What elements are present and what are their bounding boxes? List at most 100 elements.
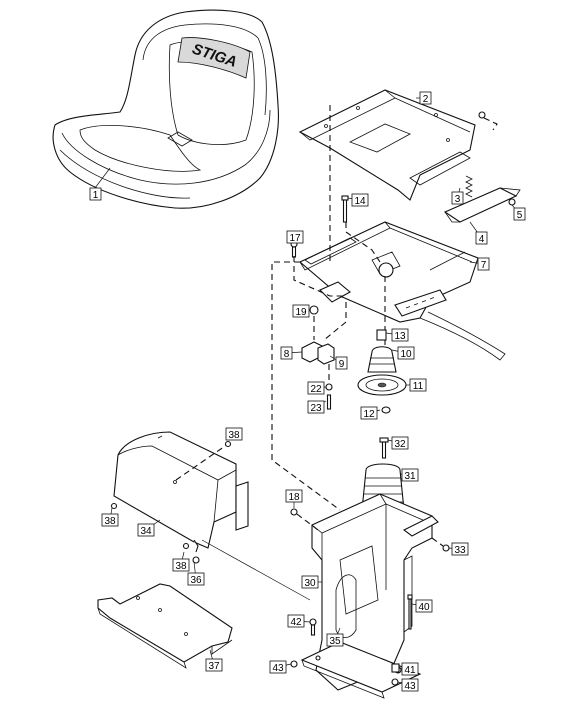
callout-number: 40 [418, 602, 430, 613]
callout-12: 12 [360, 406, 381, 420]
callout-box [172, 558, 190, 572]
callout-4: 4 [469, 221, 488, 245]
callout-38: 38 [172, 551, 190, 572]
callout-13: 13 [385, 328, 409, 342]
callout-3: 3 [451, 187, 464, 205]
callout-36: 36 [187, 561, 205, 586]
callout-17: 17 [286, 230, 304, 244]
callout-37: 37 [205, 649, 223, 672]
callout-number: 37 [208, 661, 220, 672]
callout-42: 42 [287, 614, 311, 628]
callout-number: 10 [400, 349, 412, 360]
callout-32: 32 [387, 436, 409, 450]
callout-38: 38 [225, 427, 243, 441]
callout-number: 2 [423, 94, 429, 105]
callout-number: 14 [354, 196, 366, 207]
callout-box [351, 193, 369, 207]
callout-box [301, 575, 319, 589]
callout-box [451, 191, 464, 205]
guide-line-4 [271, 261, 341, 511]
callout-10: 10 [391, 346, 415, 360]
callout-34: 34 [137, 519, 161, 537]
callout-35: 35 [326, 627, 344, 647]
callout-box [419, 91, 432, 105]
callout-number: 8 [284, 349, 290, 360]
callout-box [101, 513, 119, 527]
callout-19: 19 [292, 304, 311, 318]
callout-number: 38 [104, 516, 116, 527]
callout-number: 36 [190, 575, 202, 586]
callout-number: 13 [394, 331, 406, 342]
callout-number: 30 [304, 578, 316, 589]
callout-number: 11 [413, 381, 424, 392]
callout-number: 5 [517, 210, 523, 221]
callout-box [401, 468, 419, 482]
callout-number: 35 [329, 636, 341, 647]
callout-31: 31 [399, 468, 419, 482]
callout-number: 41 [404, 665, 416, 676]
callout-30: 30 [301, 575, 322, 589]
callout-box [285, 489, 303, 503]
callout-11: 11 [406, 378, 427, 392]
bolt-14 [341, 195, 349, 223]
callout-box [292, 304, 310, 318]
callout-box [205, 658, 223, 672]
guide-line-3 [293, 256, 344, 297]
callout-number: 3 [455, 194, 461, 205]
floor-plate-37 [97, 583, 233, 669]
callout-box [280, 346, 293, 360]
callout-23: 23 [307, 400, 327, 414]
callout-number: 4 [479, 234, 485, 245]
fasteners [290, 508, 450, 686]
callout-7: 7 [469, 257, 490, 271]
callout-number: 34 [140, 526, 152, 537]
seat: STIGA [52, 9, 279, 209]
callout-number: 43 [272, 663, 284, 674]
callout-40: 40 [411, 599, 433, 613]
callout-number: 12 [363, 409, 375, 420]
callout-box [286, 230, 304, 244]
callout-22: 22 [307, 381, 327, 395]
callout-box [307, 400, 325, 414]
callout-number: 38 [228, 430, 240, 441]
damper-assembly [301, 305, 407, 414]
callout-box [475, 231, 488, 245]
callout-9: 9 [329, 355, 348, 370]
callout-labels: 1234578910111213141718192223303132333435… [89, 91, 526, 692]
callout-18: 18 [285, 489, 303, 508]
callout-box [391, 328, 409, 342]
callout-box [89, 187, 102, 201]
callout-number: 42 [290, 617, 302, 628]
callout-number: 1 [93, 190, 99, 201]
callout-box [335, 356, 348, 370]
callout-box [401, 662, 419, 676]
callout-box [477, 257, 490, 271]
callout-number: 9 [339, 359, 345, 370]
seat-plate [298, 89, 476, 201]
callout-box [307, 381, 325, 395]
callout-number: 18 [288, 492, 300, 503]
callout-number: 17 [289, 233, 301, 244]
callout-14: 14 [347, 193, 369, 207]
callout-5: 5 [511, 204, 526, 221]
callout-number: 22 [310, 384, 322, 395]
callout-box [287, 614, 305, 628]
callout-number: 43 [404, 681, 416, 692]
callout-box [326, 633, 344, 647]
spring-and-lever [443, 111, 521, 223]
callout-number: 32 [394, 439, 406, 450]
cover-34 [110, 431, 311, 601]
callout-43: 43 [269, 660, 292, 674]
callout-box [451, 542, 469, 556]
callout-box [360, 406, 378, 420]
callout-33: 33 [448, 542, 469, 556]
guide-line-2 [345, 222, 381, 263]
callout-41: 41 [398, 662, 419, 676]
callout-38: 38 [101, 507, 119, 527]
callout-8: 8 [280, 346, 303, 360]
callout-number: 38 [175, 561, 187, 572]
callout-box [513, 207, 526, 221]
suspension-frame [298, 221, 506, 361]
